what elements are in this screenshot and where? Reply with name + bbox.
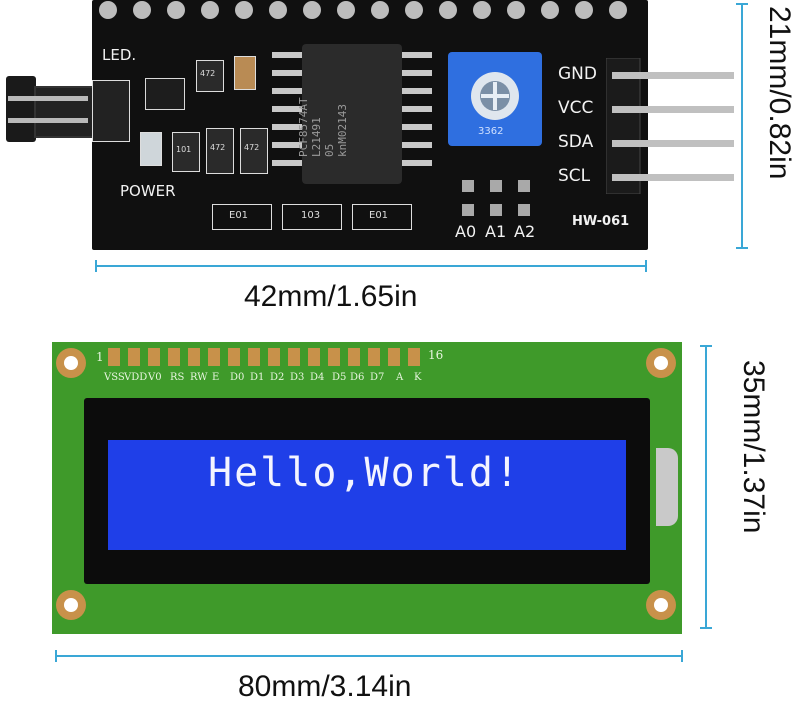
lcd-header-pads — [108, 346, 428, 368]
lcd-pin-labels: VSS VDD V0 RS RW E D0 D1 D2 D3 D4 D5 D6 … — [104, 372, 422, 383]
i2c-backpack-board: LED. POWER 472 101 472 472 — [0, 0, 800, 300]
top-pins-svg — [99, 1, 627, 19]
top-height-line — [736, 3, 748, 249]
address-pads-svg — [462, 180, 530, 216]
smd-pad-3: E01 — [352, 204, 412, 230]
led-jumper-header — [92, 80, 130, 142]
chip-text-3: 05 — [323, 143, 336, 157]
pin-label-sda: SDA — [558, 132, 594, 152]
chip-text-4: knM02143 — [336, 104, 349, 157]
bottom-height-dimension — [698, 344, 714, 630]
lcd-display-text: Hello,World! — [208, 450, 521, 496]
chip-pins-svg — [272, 44, 432, 184]
lcd-pads-svg — [108, 348, 420, 366]
bottom-width-dimension — [54, 648, 684, 664]
backlight-tab — [656, 448, 678, 526]
model-label: HW-061 — [572, 214, 630, 229]
chip-text-2: L21491 — [310, 117, 323, 157]
pin-label-scl: SCL — [558, 166, 591, 186]
bottom-width-line — [55, 650, 683, 662]
addr-a0: A0 — [455, 222, 477, 241]
smd-pad-2: 103 — [282, 204, 342, 230]
capacitor — [234, 56, 256, 90]
lcd-module: 1 16 VSS VDD V0 RS RW E D0 D1 D2 D3 D4 D… — [52, 342, 682, 634]
mount-hole-tr — [646, 348, 676, 378]
potentiometer: 3362 — [448, 52, 542, 146]
top-width-dimension — [94, 258, 648, 274]
bottom-height-line — [700, 345, 712, 629]
mount-hole-bl — [56, 590, 86, 620]
led-label: LED. — [102, 46, 137, 64]
pin-label-gnd: GND — [558, 64, 597, 84]
top-header-pins — [92, 0, 648, 26]
pcf8574-chip: PCF8574AT L21491 05 knM02143 — [272, 44, 432, 184]
addr-a1: A1 — [485, 222, 507, 241]
chip-text-1: PCF8574AT — [297, 97, 310, 157]
power-led — [140, 132, 162, 166]
mount-hole-br — [646, 590, 676, 620]
addr-a2: A2 — [514, 222, 536, 241]
address-pads — [460, 180, 540, 220]
i2c-header-pins — [605, 57, 736, 195]
lcd-screen: Hello,World! — [108, 440, 626, 550]
resistor-2: 101 — [172, 132, 200, 172]
bottom-height-label: 35mm/1.37in — [737, 360, 770, 534]
top-height-label: 21mm/0.82in — [763, 6, 796, 180]
transistor — [145, 78, 185, 110]
resistor-4: 472 — [240, 128, 268, 174]
top-width-label: 42mm/1.65in — [244, 280, 418, 313]
pot-knob-svg — [471, 72, 519, 120]
i2c-pins-svg — [605, 57, 734, 195]
pin-end-label: 16 — [428, 348, 444, 362]
resistor-3: 472 — [206, 128, 234, 174]
power-label: POWER — [120, 182, 176, 200]
top-height-dimension — [734, 2, 750, 250]
mount-hole-tl — [56, 348, 86, 378]
resistor-1: 472 — [196, 60, 224, 92]
pin-start-label: 1 — [96, 350, 104, 364]
pot-code: 3362 — [478, 126, 504, 137]
top-width-line — [95, 260, 647, 272]
bottom-width-label: 80mm/3.14in — [238, 670, 412, 703]
pin-label-vcc: VCC — [558, 98, 594, 118]
led-jumper — [6, 76, 100, 142]
smd-pad-1: E01 — [212, 204, 272, 230]
